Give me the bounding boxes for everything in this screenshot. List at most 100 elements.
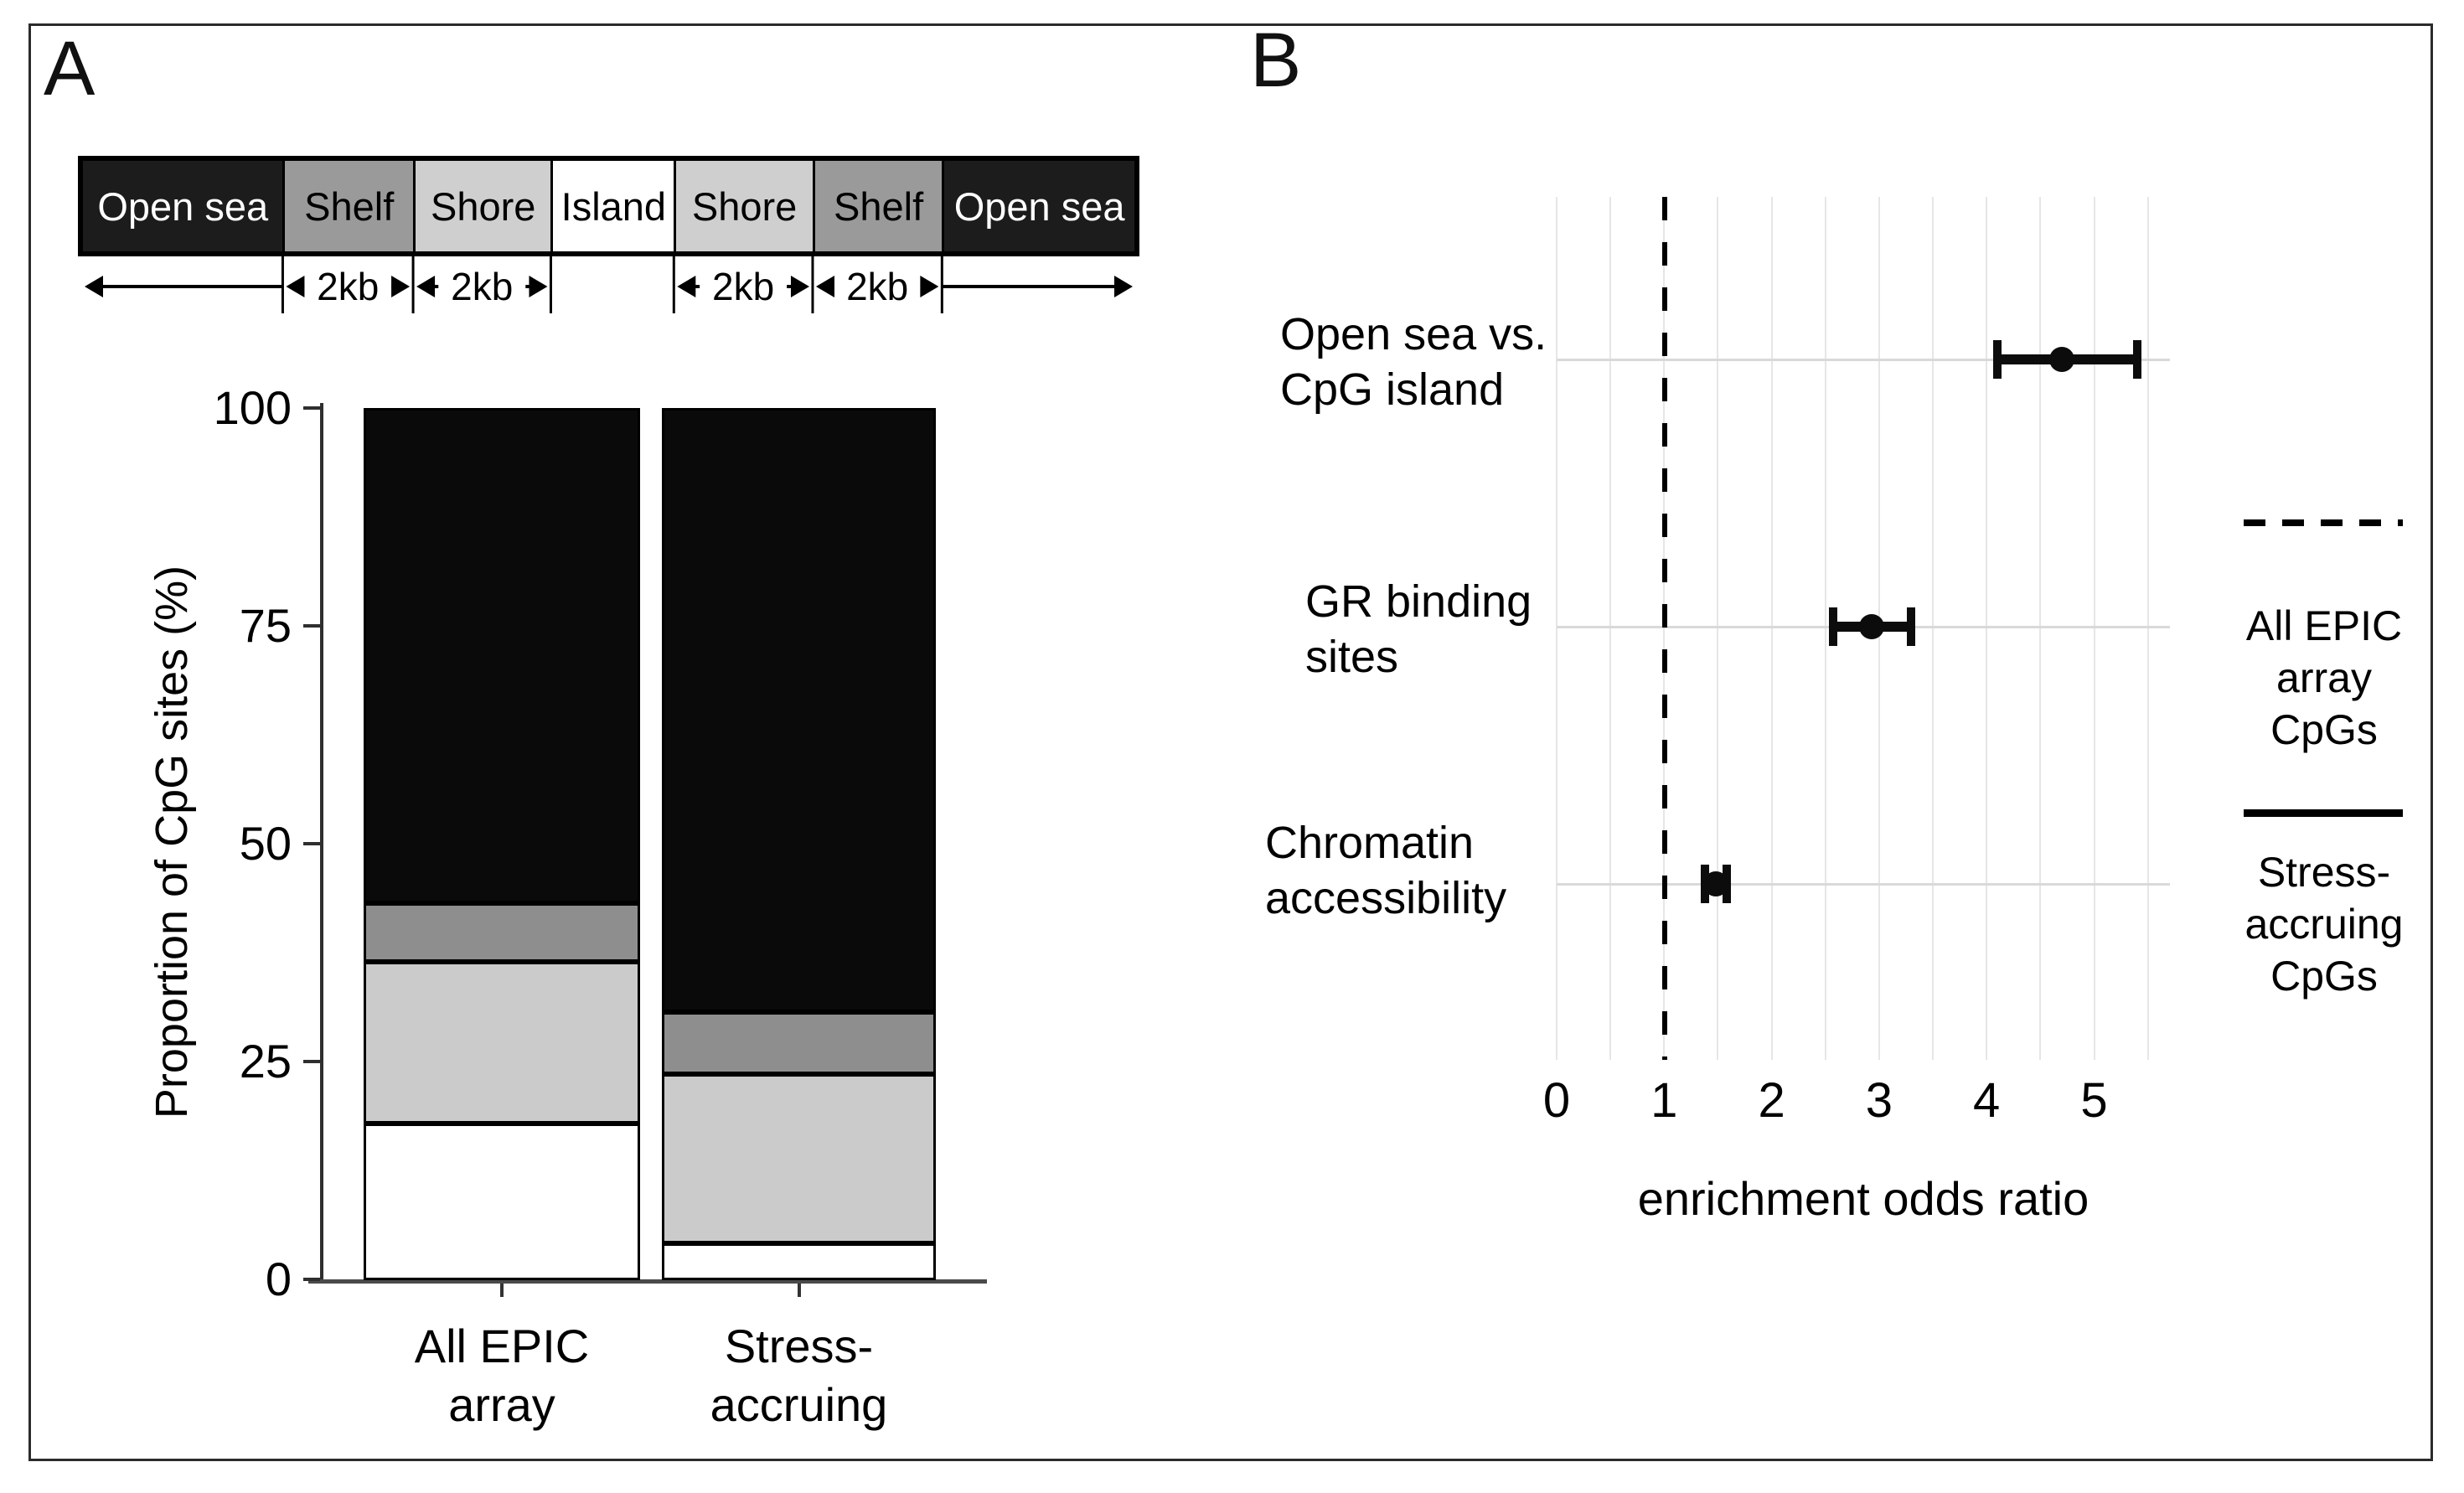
- y-tick-label: 25: [239, 1035, 292, 1087]
- x-tick-label: 0: [1542, 1073, 1571, 1128]
- genome-segment-island: Island: [550, 161, 674, 251]
- row-label-line: accessibility: [1265, 873, 1507, 923]
- row-label-line: CpG island: [1280, 364, 1505, 415]
- vertical-gridline: [1556, 197, 1557, 1060]
- bar-category-label: All EPIC array: [364, 1317, 640, 1434]
- distance-label: 2kb: [846, 265, 908, 308]
- forest-plot-x-axis-label: enrichment odds ratio: [1637, 1172, 2089, 1225]
- genome-segment-shelf: Shelf: [812, 161, 943, 251]
- genome-map-annotation: 2kb 2kb 2kb 2kb: [85, 255, 1133, 313]
- legend-label-line: CpGs: [2270, 953, 2378, 1000]
- bar-segment-island: [364, 1123, 640, 1280]
- x-tick-mark: [500, 1284, 504, 1297]
- genome-segment-opensea: Open sea: [942, 161, 1134, 251]
- row-label: Open sea vs.CpG island: [1280, 307, 1547, 417]
- y-tick-mark: [303, 842, 320, 845]
- vertical-gridline: [1609, 197, 1611, 1060]
- stacked-bar: [364, 408, 640, 1280]
- vertical-gridline: [2094, 197, 2095, 1060]
- arrowhead-icon: [1114, 276, 1133, 297]
- legend-label-line: accruing: [2244, 901, 2404, 948]
- legend-label-line: CpGs: [2270, 706, 2378, 753]
- panel-a-letter: A: [44, 26, 96, 111]
- vertical-gridline: [1825, 197, 1826, 1060]
- distance-label: 2kb: [712, 265, 774, 308]
- vertical-gridline: [1932, 197, 1934, 1060]
- row-label-line: sites: [1305, 632, 1399, 682]
- y-tick-label: 100: [213, 381, 292, 434]
- row-gridline: [1557, 359, 2170, 361]
- distance-label: 2kb: [451, 265, 513, 308]
- bar-segment-shore: [662, 1074, 936, 1244]
- distance-label: 2kb: [317, 265, 379, 308]
- vertical-gridline: [1986, 197, 1987, 1060]
- ci-cap-high: [1907, 607, 1916, 646]
- arrowhead-icon: [790, 276, 809, 297]
- legend-dashed-line: [2244, 519, 2403, 526]
- bar-chart-y-axis-line: [320, 403, 323, 1283]
- arrowhead-icon: [85, 276, 103, 297]
- odds-ratio-point: [1702, 871, 1728, 896]
- row-label-line: Chromatin: [1265, 818, 1475, 868]
- panel-b-letter: B: [1250, 18, 1302, 103]
- genome-segment-shore: Shore: [413, 161, 551, 251]
- bar-category-label-line: array: [448, 1378, 555, 1431]
- x-tick-label: 3: [1865, 1073, 1893, 1128]
- legend-solid-line: [2244, 809, 2403, 817]
- y-tick-mark: [303, 624, 320, 628]
- legend-label-line: array: [2276, 654, 2372, 701]
- bar-category-label-line: Stress-: [724, 1320, 874, 1372]
- bar-chart-x-axis-line: [308, 1279, 987, 1284]
- row-label-line: Open sea vs.: [1280, 309, 1547, 359]
- arrowhead-icon: [529, 276, 548, 297]
- genome-segment-opensea: Open sea: [83, 161, 283, 251]
- x-tick-label: 1: [1650, 1073, 1678, 1128]
- bar-segment-shelf: [662, 1012, 936, 1075]
- x-tick-mark: [797, 1284, 801, 1297]
- ci-cap-high: [2132, 340, 2141, 379]
- arrowhead-icon: [286, 276, 305, 297]
- bar-category-label-line: accruing: [710, 1378, 888, 1431]
- arrowhead-icon: [677, 276, 696, 297]
- genome-segment-shelf: Shelf: [282, 161, 414, 251]
- bar-segment-opensea: [364, 408, 640, 904]
- legend-label-line: Stress-: [2257, 849, 2391, 896]
- x-tick-label: 4: [1973, 1073, 2001, 1128]
- bar-category-label: Stress-accruing: [662, 1317, 936, 1434]
- y-tick-mark: [303, 406, 320, 410]
- y-tick-mark: [303, 1060, 320, 1063]
- bar-segment-opensea: [662, 408, 936, 1013]
- bar-category-label-line: All EPIC: [414, 1320, 590, 1372]
- x-tick-label: 2: [1758, 1073, 1785, 1128]
- arrowhead-icon: [391, 276, 411, 297]
- vertical-gridline: [1717, 197, 1718, 1060]
- vertical-gridline: [1771, 197, 1773, 1060]
- y-tick-label: 75: [239, 599, 292, 652]
- bar-segment-island: [662, 1243, 936, 1280]
- ci-cap-low: [1828, 607, 1837, 646]
- y-tick-mark: [303, 1278, 320, 1281]
- stacked-bar: [662, 408, 936, 1280]
- x-tick-label: 5: [2080, 1073, 2108, 1128]
- reference-line-or-1: [1662, 197, 1667, 1060]
- genome-segment-shore: Shore: [674, 161, 813, 251]
- bar-segment-shore: [364, 962, 640, 1124]
- vertical-gridline: [2039, 197, 2041, 1060]
- vertical-gridline: [2147, 197, 2149, 1060]
- legend-label-line: All EPIC: [2245, 602, 2403, 649]
- forest-plot-area: [1556, 197, 2170, 1060]
- arrowhead-icon: [416, 276, 436, 297]
- ci-cap-low: [1993, 340, 2002, 379]
- arrowhead-icon: [815, 276, 834, 297]
- row-gridline: [1557, 883, 2170, 886]
- odds-ratio-point: [1858, 614, 1884, 639]
- bar-segment-shelf: [364, 903, 640, 963]
- odds-ratio-point: [2049, 347, 2074, 372]
- y-tick-label: 50: [239, 817, 292, 870]
